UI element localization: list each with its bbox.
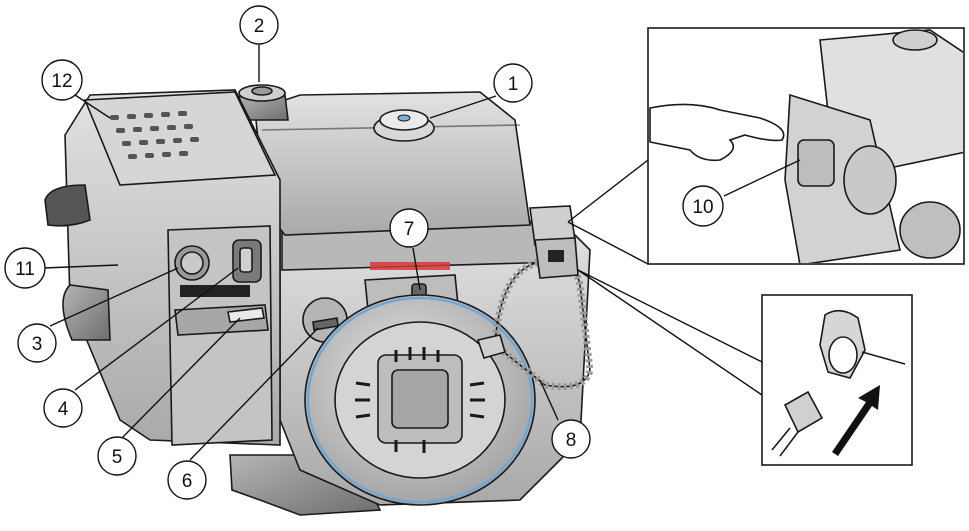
inset-power-plug [761, 294, 913, 466]
insert-arrow-icon [832, 385, 880, 456]
callout-10: 10 [682, 185, 724, 227]
inset-connector-top [567, 159, 649, 223]
callout-4: 4 [43, 388, 83, 428]
engine-body [44, 84, 594, 516]
callout-5: 5 [97, 436, 137, 476]
side-fan-cover [62, 284, 111, 341]
callout-8: 8 [551, 419, 591, 459]
air-filter-vents [110, 111, 199, 159]
control-label-plate [180, 285, 250, 297]
callout-label-10: 10 [692, 197, 713, 218]
callout-3: 3 [17, 323, 57, 363]
callout-leaders [43, 45, 801, 461]
callout-label-11: 11 [15, 259, 35, 280]
callout-1: 1 [493, 63, 533, 103]
choke-lever [227, 307, 265, 323]
callout-7: 7 [389, 208, 429, 248]
callout-6: 6 [167, 460, 207, 500]
power-plug [783, 390, 824, 434]
callout-label-3: 3 [32, 334, 43, 355]
callout-12: 12 [41, 59, 83, 101]
side-handle [44, 184, 91, 227]
inset-connector-bottom [567, 221, 649, 265]
plug-connector-top [577, 269, 763, 363]
plug-connector-bottom [577, 269, 763, 396]
callout-label-6: 6 [182, 471, 193, 492]
callout-label-5: 5 [112, 447, 123, 468]
callout-label-7: 7 [404, 219, 415, 240]
callout-label-12: 12 [51, 71, 72, 92]
inset-start-button [647, 27, 965, 265]
callout-label-8: 8 [566, 430, 577, 451]
callout-label-2: 2 [254, 16, 265, 37]
recoil-rope-guide [476, 334, 506, 359]
starter-vents [355, 347, 485, 453]
start-button [797, 139, 835, 187]
callout-label-1: 1 [508, 74, 519, 95]
callout-label-4: 4 [58, 399, 69, 420]
callout-2: 2 [239, 5, 279, 45]
callout-11: 11 [4, 247, 46, 289]
pointing-hand [649, 103, 785, 162]
